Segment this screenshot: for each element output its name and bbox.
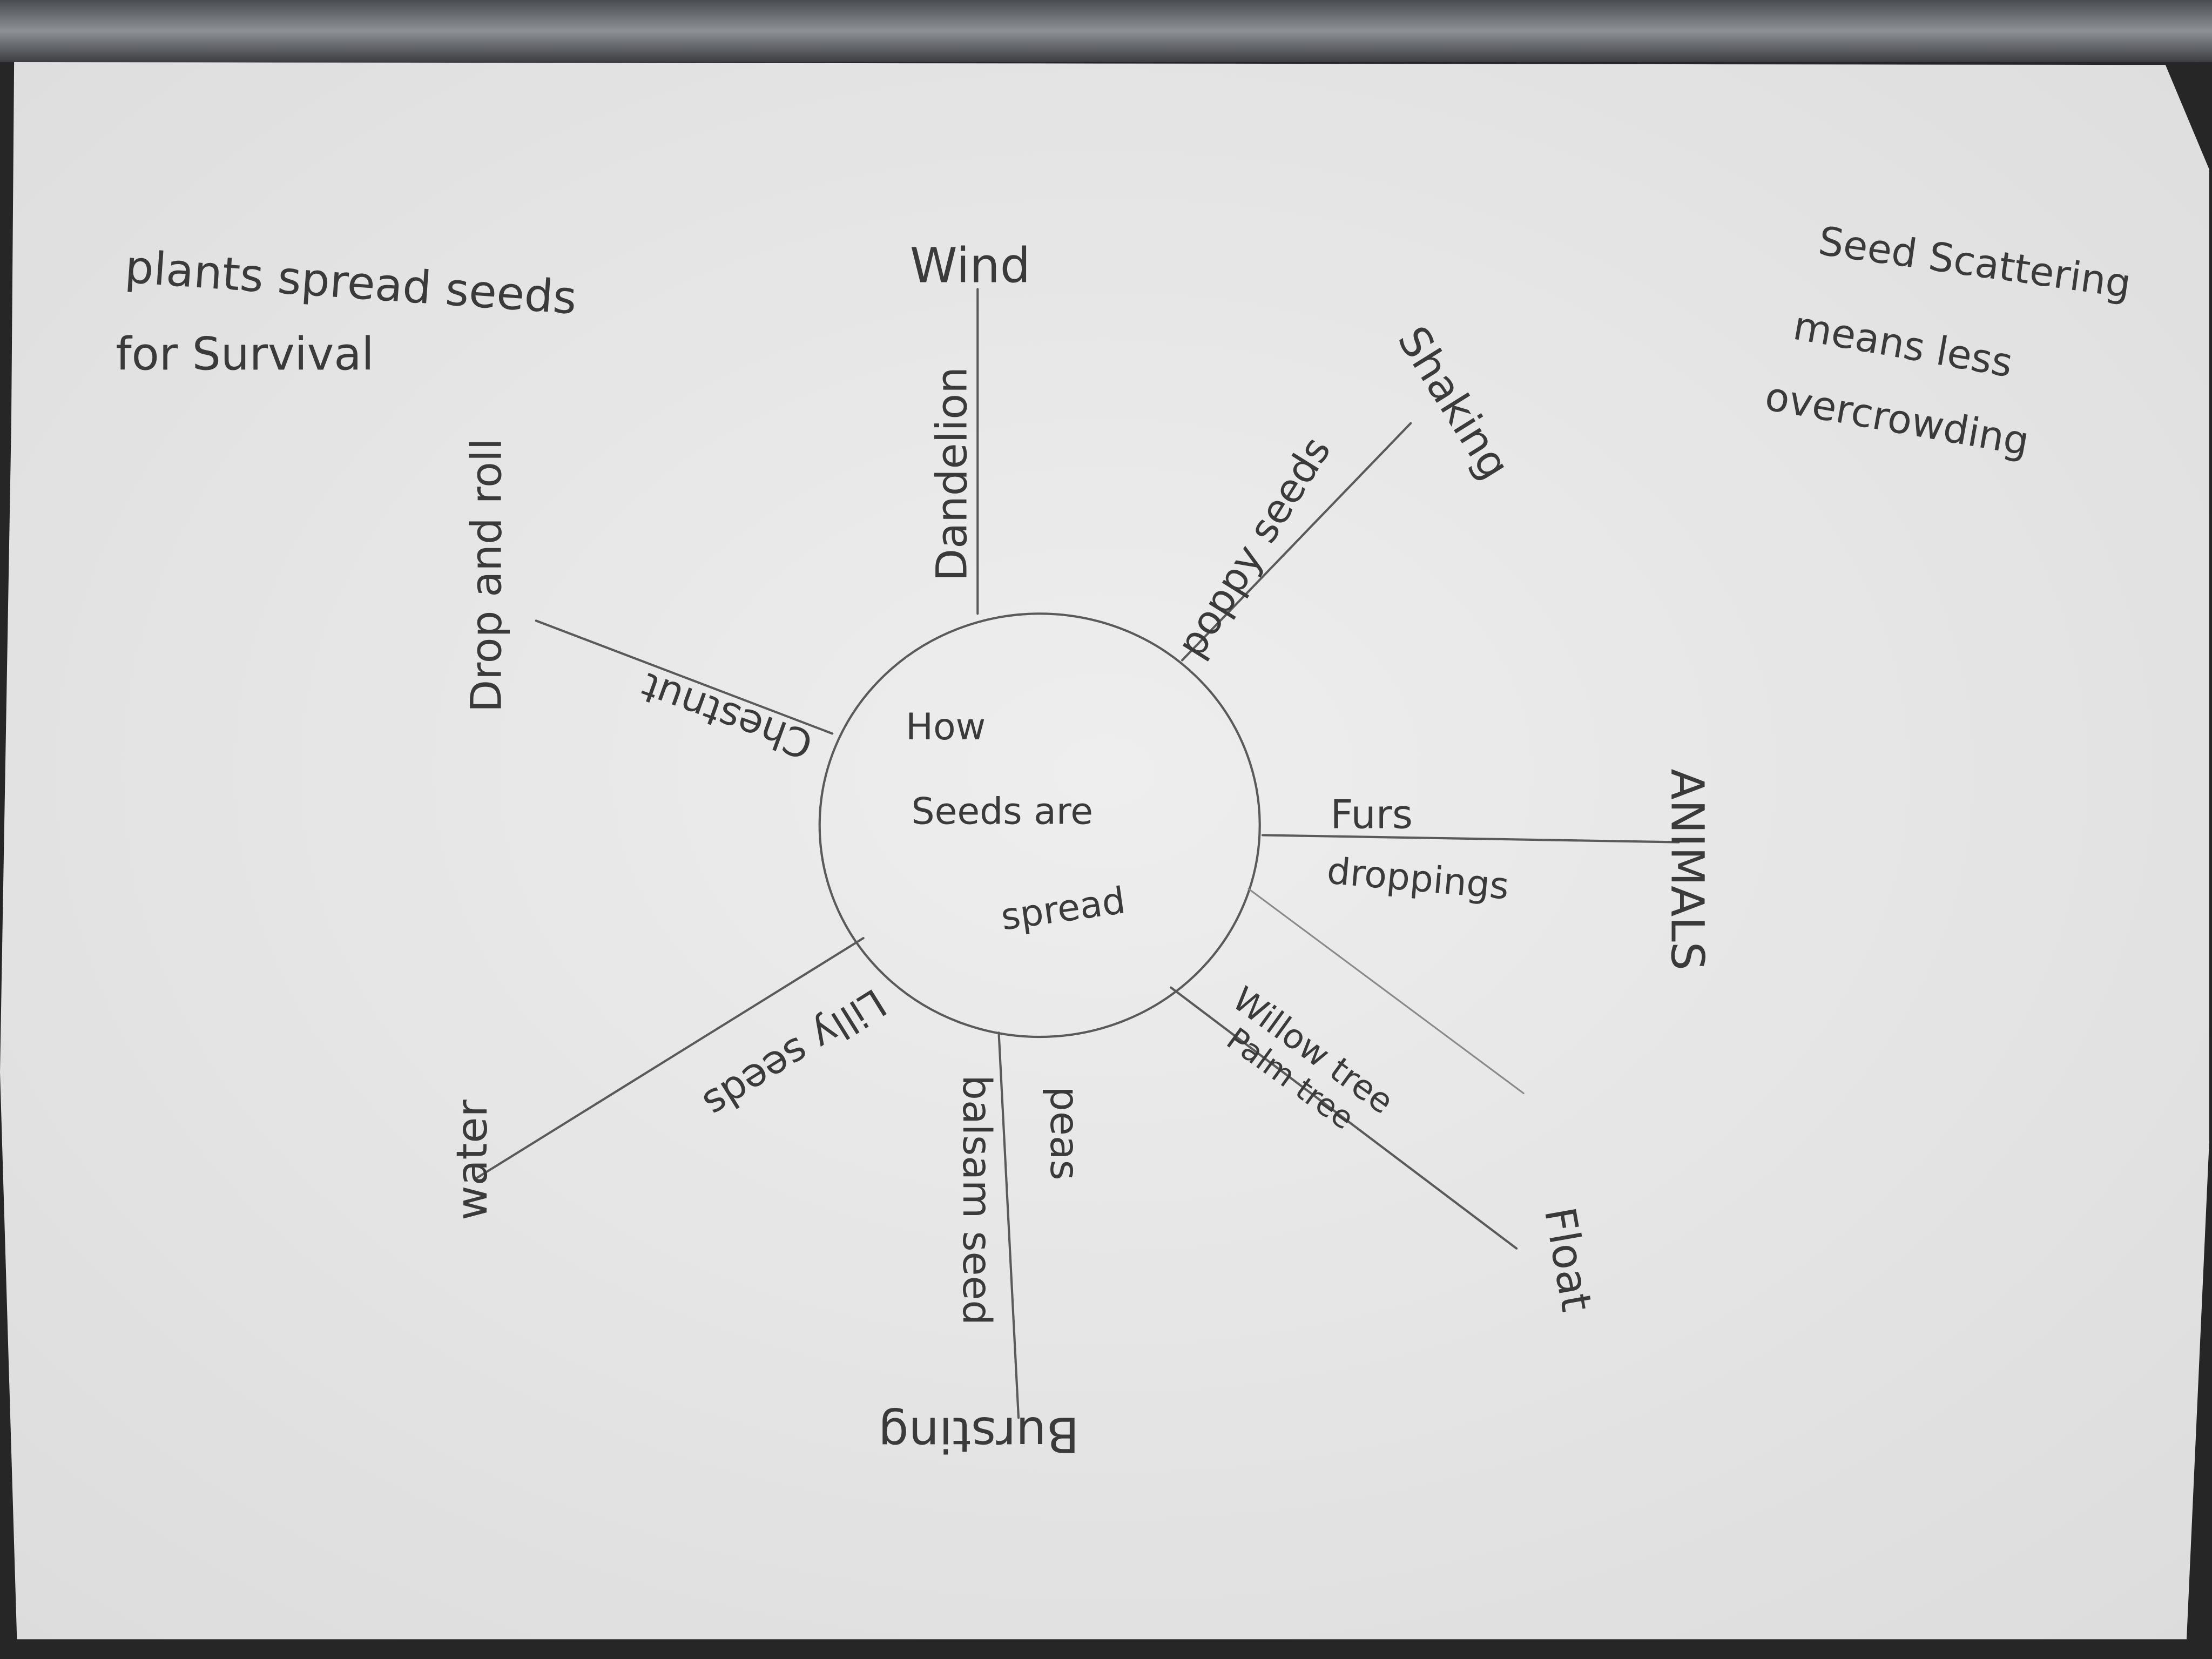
branch-example-furs: Furs xyxy=(1330,792,1413,838)
center-text-line2: Seeds are xyxy=(912,791,1094,833)
branch-line-animals xyxy=(1261,834,1680,844)
center-text-line1: How xyxy=(906,706,986,748)
metal-rail xyxy=(0,0,2212,62)
branch-line-float xyxy=(1170,986,1518,1250)
branch-line-drop-and-roll xyxy=(535,619,834,735)
branch-label-bursting: Bursting xyxy=(878,1406,1079,1462)
paper-sheet xyxy=(0,62,2209,1640)
branch-label-drop-and-roll: Drop and roll xyxy=(462,438,511,712)
branch-label-wind: Wind xyxy=(910,238,1030,293)
branch-example-peas: peas xyxy=(1041,1086,1087,1180)
branch-label-animals: ANIMALS xyxy=(1661,769,1714,970)
branch-line-bursting xyxy=(997,1031,1020,1419)
branch-label-water: water xyxy=(448,1100,497,1220)
branch-example-dandelion: Dandelion xyxy=(927,367,976,581)
branch-example-balsam-seed: balsam seed xyxy=(954,1075,1000,1325)
note-top-left-line2: for Survival xyxy=(116,327,374,380)
branch-line-float-upper xyxy=(1247,888,1525,1095)
branch-line-water xyxy=(475,937,865,1179)
center-circle xyxy=(818,612,1261,1038)
branch-line-shaking xyxy=(1181,422,1412,662)
